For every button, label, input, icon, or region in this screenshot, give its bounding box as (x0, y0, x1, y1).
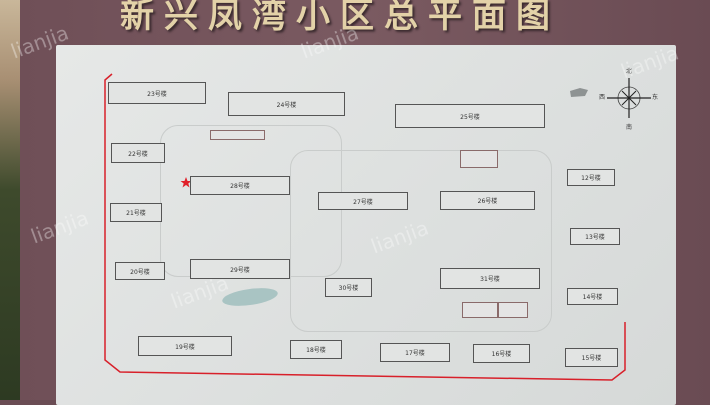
building-24: 24号楼 (228, 92, 345, 116)
facility-building (462, 302, 498, 318)
building-27: 27号楼 (318, 192, 408, 210)
building-19: 19号楼 (138, 336, 232, 356)
sign-title: 新兴凤湾小区总平面图 (120, 0, 560, 36)
compass-east: 东 (652, 94, 659, 101)
boundary-line (104, 73, 626, 381)
facility-building (460, 150, 498, 168)
building-30: 30号楼 (325, 278, 372, 297)
pond (222, 288, 278, 306)
compass-north: 北 (626, 68, 633, 75)
building-12: 12号楼 (567, 169, 615, 186)
building-14: 14号楼 (567, 288, 618, 305)
building-25: 25号楼 (395, 104, 545, 128)
compass-west: 西 (599, 94, 606, 101)
building-26: 26号楼 (440, 191, 535, 210)
building-21: 21号楼 (110, 203, 162, 222)
sculpture (570, 88, 588, 97)
building-13: 13号楼 (570, 228, 620, 245)
road (290, 150, 552, 332)
building-16: 16号楼 (473, 344, 530, 363)
building-28: 28号楼 (190, 176, 290, 195)
facility-building (498, 302, 528, 318)
facility-building (210, 130, 265, 140)
compass-south: 南 (626, 124, 633, 131)
star-marker (180, 177, 192, 188)
compass (607, 78, 651, 118)
building-17: 17号楼 (380, 343, 450, 362)
building-20: 20号楼 (115, 262, 165, 280)
left-edge-scenery (0, 0, 20, 400)
building-15: 15号楼 (565, 348, 618, 367)
building-29: 29号楼 (190, 259, 290, 279)
building-31: 31号楼 (440, 268, 540, 289)
building-18: 18号楼 (290, 340, 342, 359)
building-23: 23号楼 (108, 82, 206, 104)
building-22: 22号楼 (111, 143, 165, 163)
